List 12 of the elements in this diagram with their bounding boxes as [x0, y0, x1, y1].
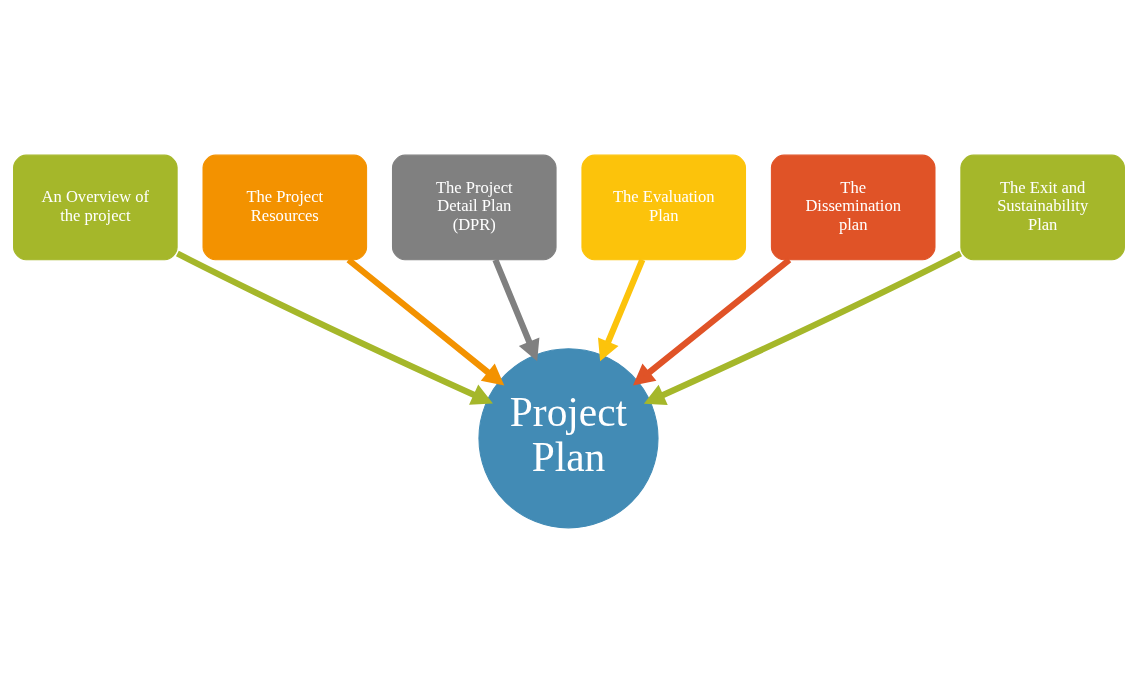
arrow	[346, 257, 505, 386]
arrow	[175, 250, 493, 405]
arrow	[643, 250, 963, 406]
node-box: The Project Resources	[202, 154, 368, 261]
arrow	[492, 258, 540, 362]
node-box: The Exit and Sustainability Plan	[960, 154, 1125, 261]
node-box: The Evaluation Plan	[581, 154, 747, 261]
node-box: The Dissemination plan	[770, 154, 936, 261]
arrow	[598, 258, 646, 362]
node-box: An Overview of the project	[13, 154, 178, 261]
arrow	[632, 257, 792, 386]
node-box: The Project Detail Plan (DPR)	[391, 154, 557, 261]
